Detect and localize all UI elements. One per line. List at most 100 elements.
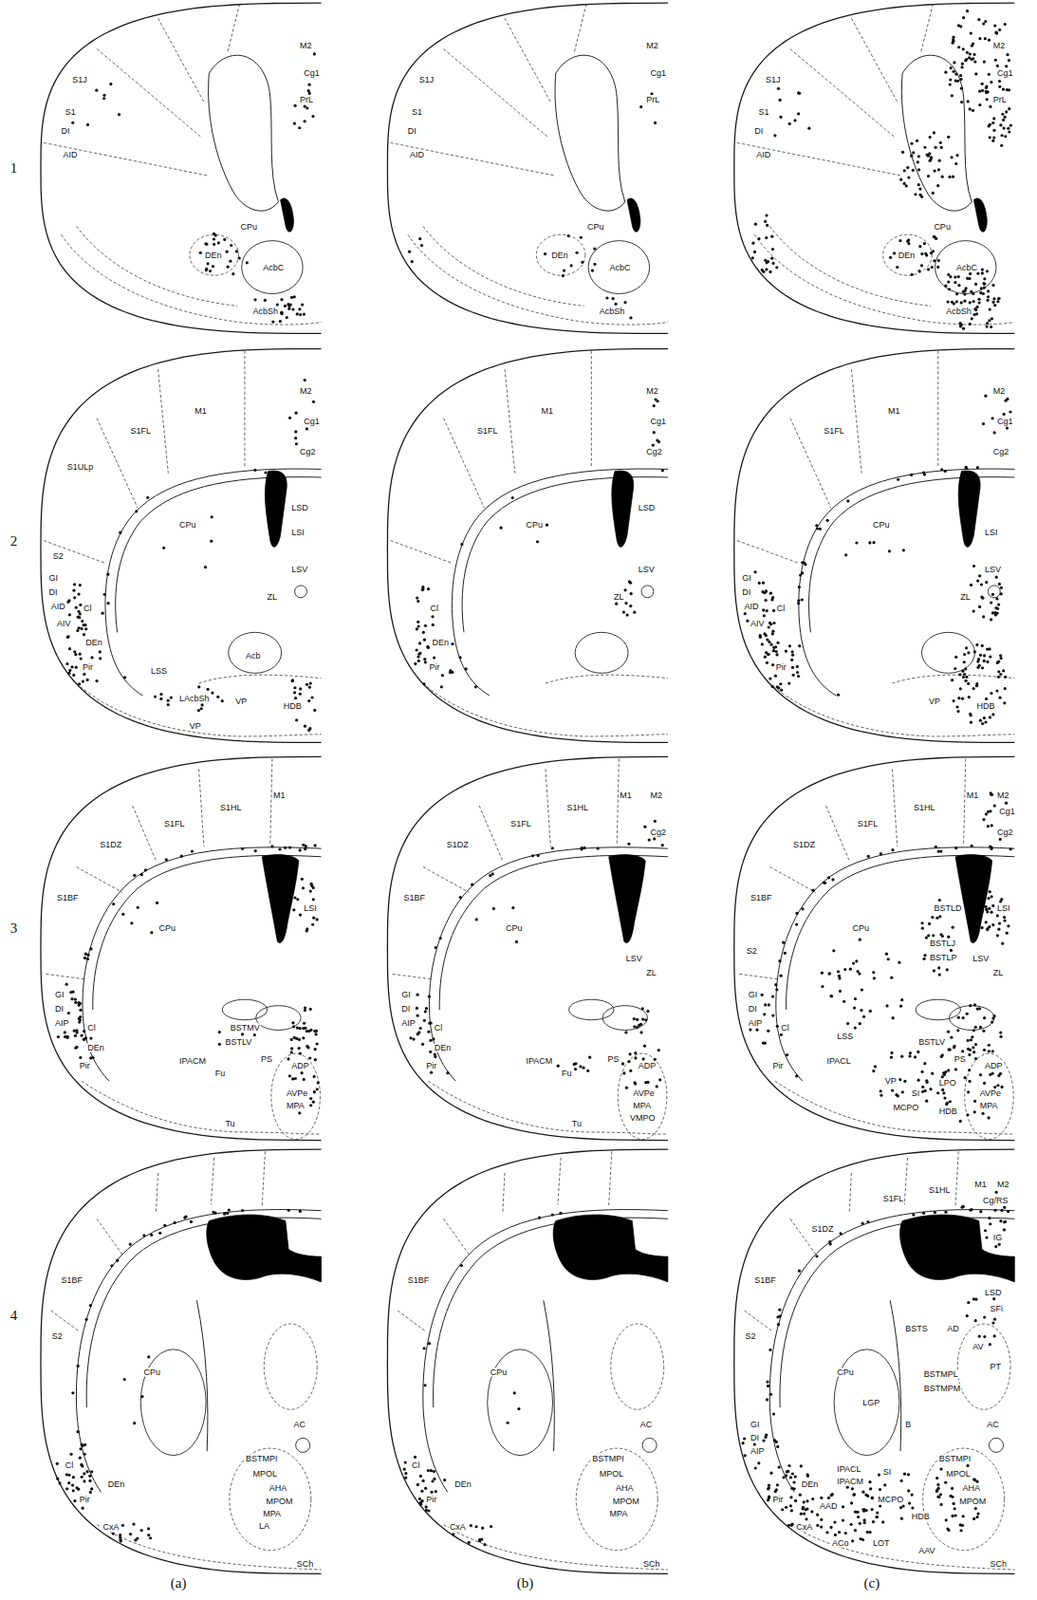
labelled-cell: [793, 118, 797, 122]
labelled-cell: [915, 139, 919, 143]
labelled-cell: [909, 142, 913, 146]
labelled-cell: [962, 47, 965, 51]
labelled-cell: [800, 597, 804, 601]
tract-outline: [105, 468, 322, 696]
labelled-cell: [789, 1495, 793, 1499]
labelled-cell: [759, 635, 762, 639]
labelled-cell: [993, 611, 997, 614]
labelled-cell: [460, 542, 463, 546]
region-label: Cg2: [645, 447, 664, 457]
labelled-cell: [305, 683, 309, 686]
region-label: SI: [910, 1089, 922, 1098]
labelled-cell: [72, 673, 75, 677]
region-label: ZL: [266, 592, 279, 601]
labelled-cell: [916, 1050, 920, 1054]
labelled-cell: [844, 553, 848, 556]
region-label: LSI: [290, 528, 306, 538]
labelled-cell: [792, 1480, 796, 1483]
labelled-cell: [758, 581, 761, 585]
labelled-cell: [771, 685, 775, 688]
labelled-cell: [474, 1524, 478, 1528]
labelled-cell: [991, 300, 995, 304]
region-label: AD: [945, 1324, 961, 1334]
labelled-cell: [311, 114, 315, 118]
labelled-cell: [910, 273, 914, 277]
labelled-cell: [770, 235, 774, 239]
labelled-cell: [303, 105, 307, 109]
labelled-cell: [622, 1071, 626, 1075]
labelled-cell: [978, 90, 982, 93]
labelled-cell: [290, 1037, 294, 1041]
labelled-cell: [960, 87, 963, 91]
region-label: PS: [953, 1054, 967, 1063]
labelled-cell: [1009, 847, 1013, 851]
ventricle: [627, 198, 641, 232]
labelled-cell: [121, 912, 125, 916]
labelled-cell: [948, 275, 952, 278]
labelled-cell: [995, 575, 999, 579]
labelled-cell: [102, 93, 106, 97]
panel-letter: (b): [517, 1574, 535, 1590]
labelled-cell: [276, 303, 279, 307]
labelled-cell: [1008, 409, 1012, 413]
labelled-cell: [920, 195, 924, 199]
labelled-cell: [305, 1029, 309, 1033]
labelled-cell: [89, 1055, 93, 1059]
region-boundary: [851, 369, 862, 474]
labelled-cell: [989, 325, 993, 329]
labelled-cell: [314, 1029, 318, 1033]
labelled-cell: [772, 621, 776, 625]
labelled-cell: [777, 1464, 781, 1468]
region-label: DEn: [800, 1479, 820, 1488]
region-label: S1FL: [822, 425, 846, 435]
labelled-cell: [71, 1482, 75, 1486]
nucleus-outline: [295, 585, 308, 598]
labelled-cell: [313, 1074, 316, 1078]
labelled-cell: [629, 315, 632, 319]
labelled-cell: [950, 678, 954, 682]
region-label: AID: [742, 602, 760, 612]
row-number: 2: [10, 533, 19, 548]
labelled-cell: [200, 703, 204, 706]
labelled-cell: [408, 1036, 412, 1039]
labelled-cell: [422, 1346, 426, 1350]
labelled-cell: [551, 1212, 555, 1216]
labelled-cell: [964, 466, 968, 470]
labelled-cell: [297, 126, 301, 130]
labelled-cell: [979, 1073, 982, 1076]
labelled-cell: [959, 77, 963, 81]
tract-outline: [809, 477, 1016, 633]
labelled-cell: [859, 1008, 863, 1012]
labelled-cell: [926, 267, 930, 271]
labelled-cell: [991, 1049, 995, 1053]
labelled-cell: [773, 133, 777, 137]
region-label: S1FL: [856, 819, 880, 829]
labelled-cell: [961, 697, 964, 701]
labelled-cell: [131, 1521, 135, 1525]
labelled-cell: [825, 1530, 829, 1534]
labelled-cell: [972, 1477, 976, 1481]
labelled-cell: [969, 290, 973, 294]
tract-outline: [543, 1299, 555, 1451]
labelled-cell: [955, 153, 959, 157]
labelled-cell: [98, 656, 102, 660]
region-boundary: [904, 1157, 908, 1204]
labelled-cell: [652, 430, 656, 434]
region-label: AcbC: [609, 262, 632, 272]
labelled-cell: [946, 935, 950, 939]
labelled-cell: [954, 162, 958, 166]
labelled-cell: [930, 265, 934, 269]
labelled-cell: [418, 1497, 422, 1500]
labelled-cell: [922, 1211, 926, 1215]
labelled-cell: [945, 1101, 949, 1105]
labelled-cell: [981, 422, 985, 426]
region-label: BSTS: [904, 1324, 929, 1334]
labelled-cell: [853, 1025, 857, 1029]
labelled-cell: [997, 660, 1000, 664]
labelled-cell: [70, 665, 74, 668]
labelled-cell: [467, 1540, 471, 1544]
labelled-cell: [787, 1523, 791, 1527]
labelled-cell: [78, 1008, 82, 1012]
labelled-cell: [411, 1037, 415, 1040]
labelled-cell: [850, 1500, 853, 1504]
